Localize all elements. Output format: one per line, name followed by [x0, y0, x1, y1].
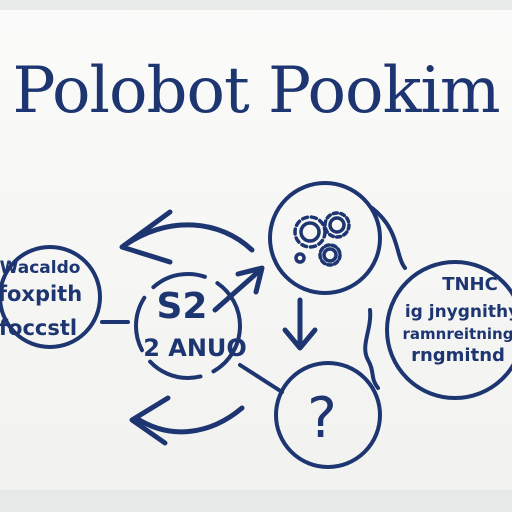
bottom-edge [0, 490, 512, 512]
center-node-line-2: 2 ANUO [143, 334, 247, 362]
right-node-line-1: TNHC [442, 274, 498, 295]
center-node-line-1: S2 [157, 286, 208, 327]
right-node-circle [385, 260, 512, 400]
right-side-squiggle [363, 308, 380, 390]
left-node-line-3: foccstl [0, 316, 77, 340]
gear-right-connector [370, 206, 407, 270]
right-node-line-4: rngmitnd [411, 345, 505, 366]
top-left-arrowhead [119, 209, 173, 265]
gear-cluster-icon [293, 211, 351, 267]
left-node-circle [0, 245, 102, 349]
right-node-line-3: ramnreitning [403, 325, 512, 343]
question-mark-icon: ? [307, 386, 337, 451]
gear-node-circle [268, 181, 382, 295]
left-node-line-2: foxpith [0, 282, 82, 306]
diagonal-arrow [212, 269, 261, 313]
right-node-line-2: ig jnygnithy [405, 302, 512, 322]
diagonal-arrowhead [235, 265, 265, 295]
left-node-line-1: Wacaldo [0, 258, 80, 278]
question-node-circle [274, 361, 382, 469]
bottom-left-arrow [133, 405, 245, 435]
down-arrowhead [282, 327, 318, 351]
top-edge [0, 0, 512, 10]
bottom-left-arrowhead [129, 395, 171, 446]
diagram-title: Polobot Pookim [12, 54, 500, 128]
center-question-connector [238, 363, 284, 394]
center-node-circle [134, 272, 242, 380]
